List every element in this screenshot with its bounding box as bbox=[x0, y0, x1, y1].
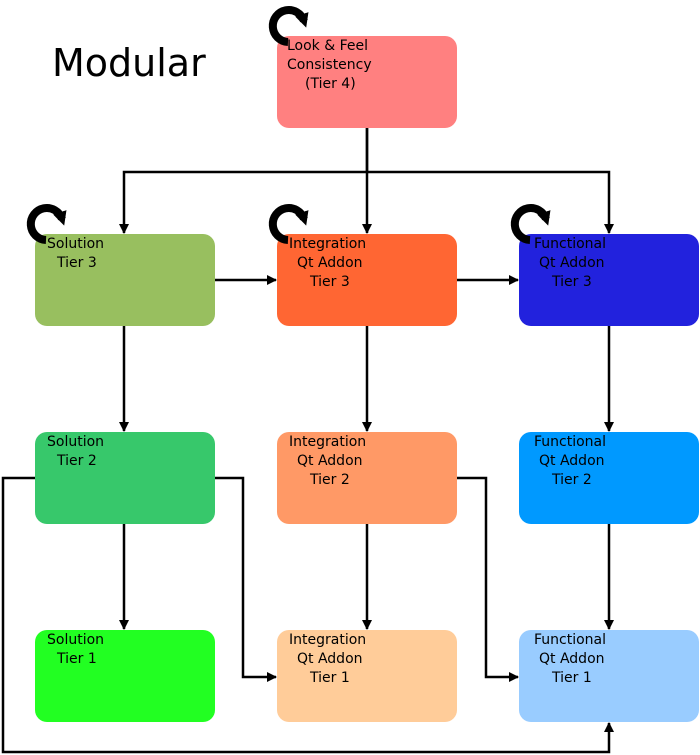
node-label-line: Solution bbox=[47, 236, 104, 252]
edge-solution-2-to-functional-1 bbox=[1, 476, 614, 754]
edges bbox=[1, 128, 614, 754]
node-label-line: Qt Addon bbox=[539, 255, 605, 271]
self-loop-icon bbox=[26, 204, 67, 244]
node-label-line: Tier 2 bbox=[56, 453, 97, 469]
node-box bbox=[519, 234, 699, 326]
node-label-line: Tier 2 bbox=[309, 472, 350, 488]
node-label-line: Qt Addon bbox=[539, 453, 605, 469]
edge-look-feel-to-solution-3 bbox=[119, 128, 369, 234]
node-label-line: Integration bbox=[289, 236, 366, 252]
node-box bbox=[519, 630, 699, 722]
node-label-line: Qt Addon bbox=[539, 651, 605, 667]
self-loop-icon bbox=[268, 6, 309, 46]
node-label-line: Integration bbox=[289, 632, 366, 648]
self-loop-icon bbox=[268, 204, 309, 244]
node-box bbox=[277, 36, 457, 128]
node-box bbox=[277, 234, 457, 326]
node-label-line: Tier 1 bbox=[551, 670, 592, 686]
edge-look-feel-to-functional-3 bbox=[367, 170, 614, 234]
edge-integration-2-to-functional-1 bbox=[457, 476, 519, 682]
node-label-line: Qt Addon bbox=[297, 651, 363, 667]
node-label-line: Tier 1 bbox=[56, 651, 97, 667]
node-label-line: Integration bbox=[289, 434, 366, 450]
node-label-line: Functional bbox=[534, 632, 606, 648]
node-label-line: Qt Addon bbox=[297, 453, 363, 469]
node-label-line: Tier 3 bbox=[56, 255, 97, 271]
node-label-line: Tier 3 bbox=[551, 274, 592, 290]
diagram-title: Modular bbox=[52, 41, 206, 85]
node-box bbox=[277, 630, 457, 722]
node-box bbox=[35, 630, 215, 722]
self-loop-icon bbox=[510, 204, 551, 244]
node-label-line: Solution bbox=[47, 434, 104, 450]
node-label-line: Solution bbox=[47, 632, 104, 648]
node-box bbox=[35, 432, 215, 524]
edge-solution-2-to-integration-1 bbox=[215, 476, 277, 682]
node-label-line: Look & Feel bbox=[287, 38, 368, 54]
node-box bbox=[277, 432, 457, 524]
node-label-line: Qt Addon bbox=[297, 255, 363, 271]
node-label-line: Consistency bbox=[287, 57, 372, 73]
node-label-line: Tier 1 bbox=[309, 670, 350, 686]
node-label-line: Tier 3 bbox=[309, 274, 350, 290]
node-label-line: Functional bbox=[534, 434, 606, 450]
node-label-line: Functional bbox=[534, 236, 606, 252]
node-box bbox=[35, 234, 215, 326]
node-label-line: (Tier 4) bbox=[305, 76, 356, 92]
node-label-line: Tier 2 bbox=[551, 472, 592, 488]
node-box bbox=[519, 432, 699, 524]
